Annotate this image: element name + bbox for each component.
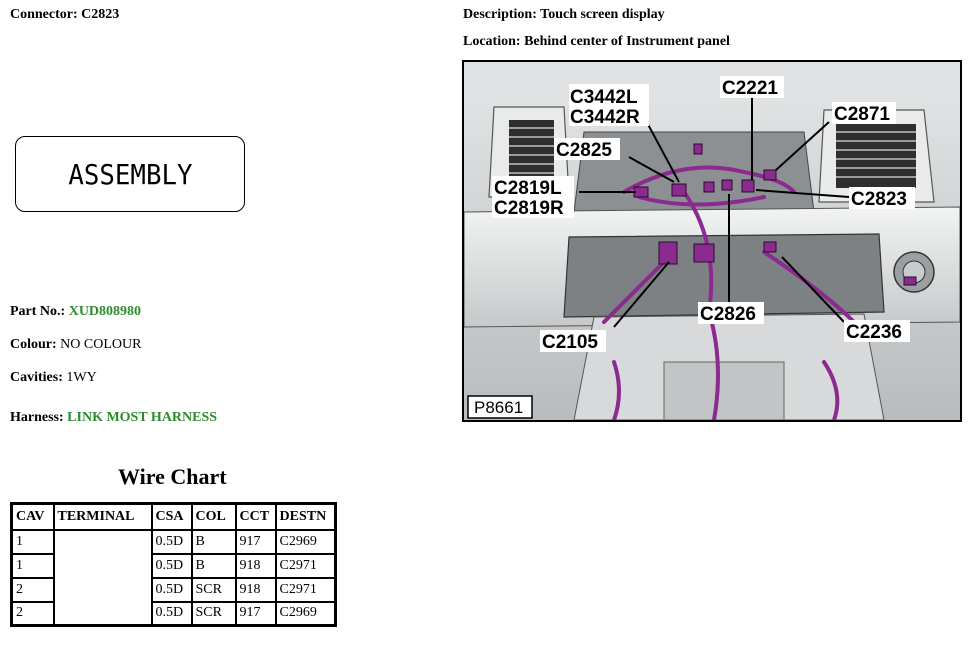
harness-line: Harness: LINK MOST HARNESS (10, 410, 217, 426)
header-col: COL (190, 502, 237, 531)
cell-cav: 2 (10, 576, 55, 603)
callout-labels: C3442L C3442R C2221 C2871 C2825 C2819L C… (492, 76, 915, 353)
cell-cct: 917 (234, 600, 277, 627)
callout-c3442r: C3442R (570, 107, 640, 128)
cell-cct: 918 (234, 552, 277, 579)
colour-value: NO COLOUR (60, 337, 142, 352)
table-row: 2 0.5D SCR 918 C2971 (10, 576, 337, 603)
cell-destn: C2969 (274, 528, 337, 555)
cell-csa: 0.5D (150, 576, 193, 603)
harness-label: Harness: (10, 410, 64, 425)
table-row: 1 0.5D B 918 C2971 (10, 552, 337, 579)
callout-c2826: C2826 (700, 304, 756, 325)
harness-link[interactable]: LINK MOST HARNESS (67, 410, 218, 425)
cell-csa: 0.5D (150, 552, 193, 579)
description-line: Description: Touch screen display (463, 7, 665, 23)
connector-label: Connector: (10, 7, 78, 22)
cell-cav: 2 (10, 600, 55, 627)
header-terminal: TERMINAL (52, 502, 153, 531)
part-no-link[interactable]: XUD808980 (68, 304, 142, 319)
callout-c2871: C2871 (834, 104, 890, 125)
cell-csa: 0.5D (150, 600, 193, 627)
cell-cav: 1 (10, 552, 55, 579)
header-destn: DESTN (274, 502, 337, 531)
cell-destn: C2971 (274, 576, 337, 603)
header-cct: CCT (234, 502, 277, 531)
callout-c2819l: C2819L (494, 178, 562, 199)
part-no-line: Part No.: XUD808980 (10, 304, 141, 320)
location-value: Behind center of Instrument panel (524, 34, 730, 49)
cell-csa: 0.5D (150, 528, 193, 555)
assembly-text: ASSEMBLY (67, 157, 193, 191)
location-line: Location: Behind center of Instrument pa… (463, 34, 730, 50)
left-vent (488, 106, 570, 198)
colour-line: Colour: NO COLOUR (10, 337, 141, 353)
connector-line: Connector: C2823 (10, 7, 119, 23)
colour-label: Colour: (10, 337, 57, 352)
location-label: Location: (463, 34, 521, 49)
callout-c2823: C2823 (851, 189, 907, 210)
wire-chart-table: CAV TERMINAL CSA COL CCT DESTN 1 0.5D B … (10, 502, 337, 627)
cell-cav: 1 (10, 528, 55, 555)
wire-chart-title: Wire Chart (118, 464, 227, 489)
location-diagram: C3442L C3442R C2221 C2871 C2825 C2819L C… (462, 60, 962, 422)
dashboard-illustration: C3442L C3442R C2221 C2871 C2825 C2819L C… (464, 62, 960, 420)
cell-col: B (190, 552, 237, 579)
cell-destn: C2969 (274, 600, 337, 627)
cell-cct: 918 (234, 576, 277, 603)
cavities-value: 1WY (66, 370, 97, 385)
cell-terminal (52, 528, 153, 627)
callout-c2221: C2221 (722, 78, 778, 99)
part-no-label: Part No.: (10, 304, 66, 319)
cell-cct: 917 (234, 528, 277, 555)
callout-c2105: C2105 (542, 332, 598, 353)
description-value: Touch screen display (540, 7, 665, 22)
right-vent (818, 109, 935, 203)
description-label: Description: (463, 7, 537, 22)
cell-destn: C2971 (274, 552, 337, 579)
callout-c2236: C2236 (846, 322, 902, 343)
cell-col: B (190, 528, 237, 555)
cell-col: SCR (190, 576, 237, 603)
assembly-box: ASSEMBLY (15, 136, 245, 212)
header-cav: CAV (10, 502, 55, 531)
table-row: 2 0.5D SCR 917 C2969 (10, 600, 337, 627)
cell-col: SCR (190, 600, 237, 627)
cavities-line: Cavities: 1WY (10, 370, 97, 386)
callout-c2825: C2825 (556, 140, 612, 161)
header-csa: CSA (150, 502, 193, 531)
figure-id: P8661 (474, 398, 523, 417)
table-row: 1 0.5D B 917 C2969 (10, 528, 337, 627)
connector-value: C2823 (81, 7, 120, 22)
cavities-label: Cavities: (10, 370, 63, 385)
leader-lines (579, 97, 850, 328)
table-header-row: CAV TERMINAL CSA COL CCT DESTN (10, 502, 337, 531)
callout-c2819r: C2819R (494, 198, 564, 219)
callout-c3442l: C3442L (570, 87, 638, 108)
